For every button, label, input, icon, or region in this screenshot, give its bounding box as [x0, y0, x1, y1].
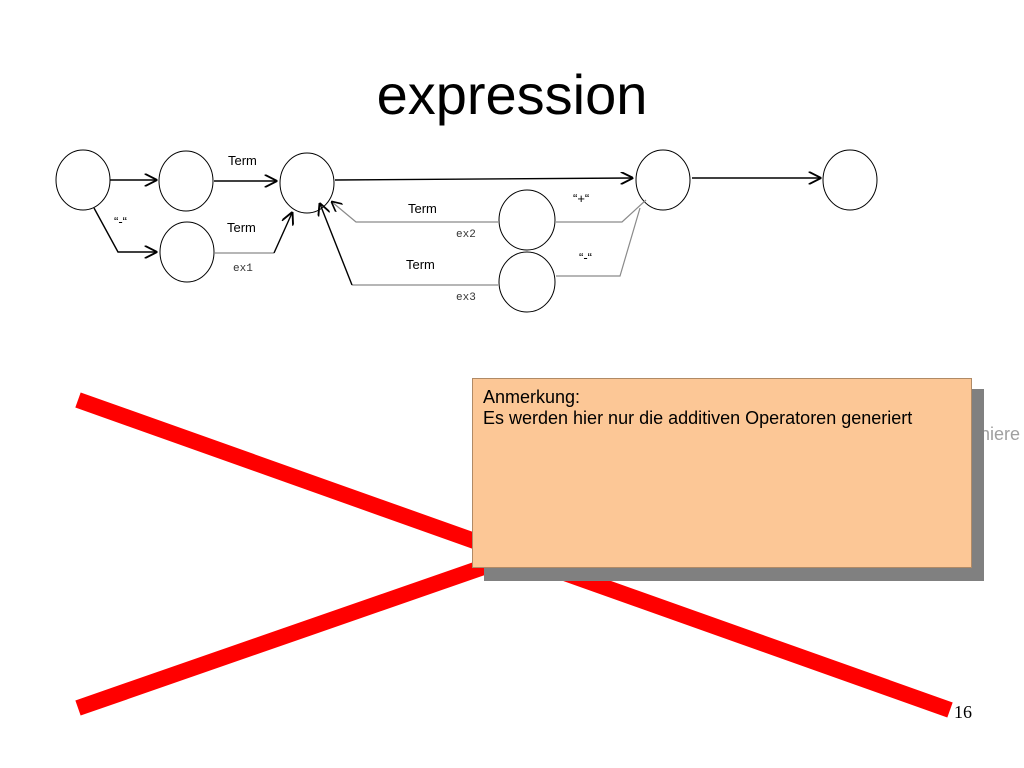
label-minus-left: “-“ — [114, 214, 127, 229]
label-term-ex3: Term — [406, 257, 435, 272]
label-ex2: ex2 — [456, 229, 476, 241]
edge-term-mid — [273, 213, 292, 254]
note-text: Anmerkung: Es werden hier nur die additi… — [483, 387, 912, 429]
note-body: Es werden hier nur die additiven Operato… — [483, 408, 913, 428]
label-term-ex2: Term — [408, 201, 437, 216]
slide-title: expression — [376, 63, 648, 126]
node-ex2 — [498, 189, 556, 251]
node-minus — [159, 221, 215, 283]
node-end — [822, 149, 878, 211]
label-plus: “+“ — [573, 191, 589, 206]
note-box: Anmerkung: Es werden hier nur die additi… — [472, 378, 972, 568]
note-ghost-text: niere — [980, 424, 1021, 444]
label-term-top: Term — [228, 153, 257, 168]
edge-plus — [556, 199, 647, 223]
edge-minus-right — [556, 207, 641, 277]
edge-ex3-back — [320, 204, 353, 286]
node-loop — [635, 149, 691, 211]
edge-term-to-loop — [334, 178, 632, 180]
label-term-mid: Term — [227, 220, 256, 235]
label-minus-right: “-“ — [579, 250, 592, 265]
node-ex3 — [498, 251, 556, 313]
edge-ex2-back — [332, 202, 498, 223]
label-ex3: ex3 — [456, 292, 476, 304]
node-start — [55, 149, 111, 211]
node-after-start — [158, 150, 214, 212]
edge-start-minus — [93, 207, 156, 252]
label-ex1: ex1 — [233, 263, 253, 275]
node-term — [279, 152, 335, 214]
page-number: 16 — [954, 702, 972, 722]
note-heading: Anmerkung: — [483, 387, 581, 407]
